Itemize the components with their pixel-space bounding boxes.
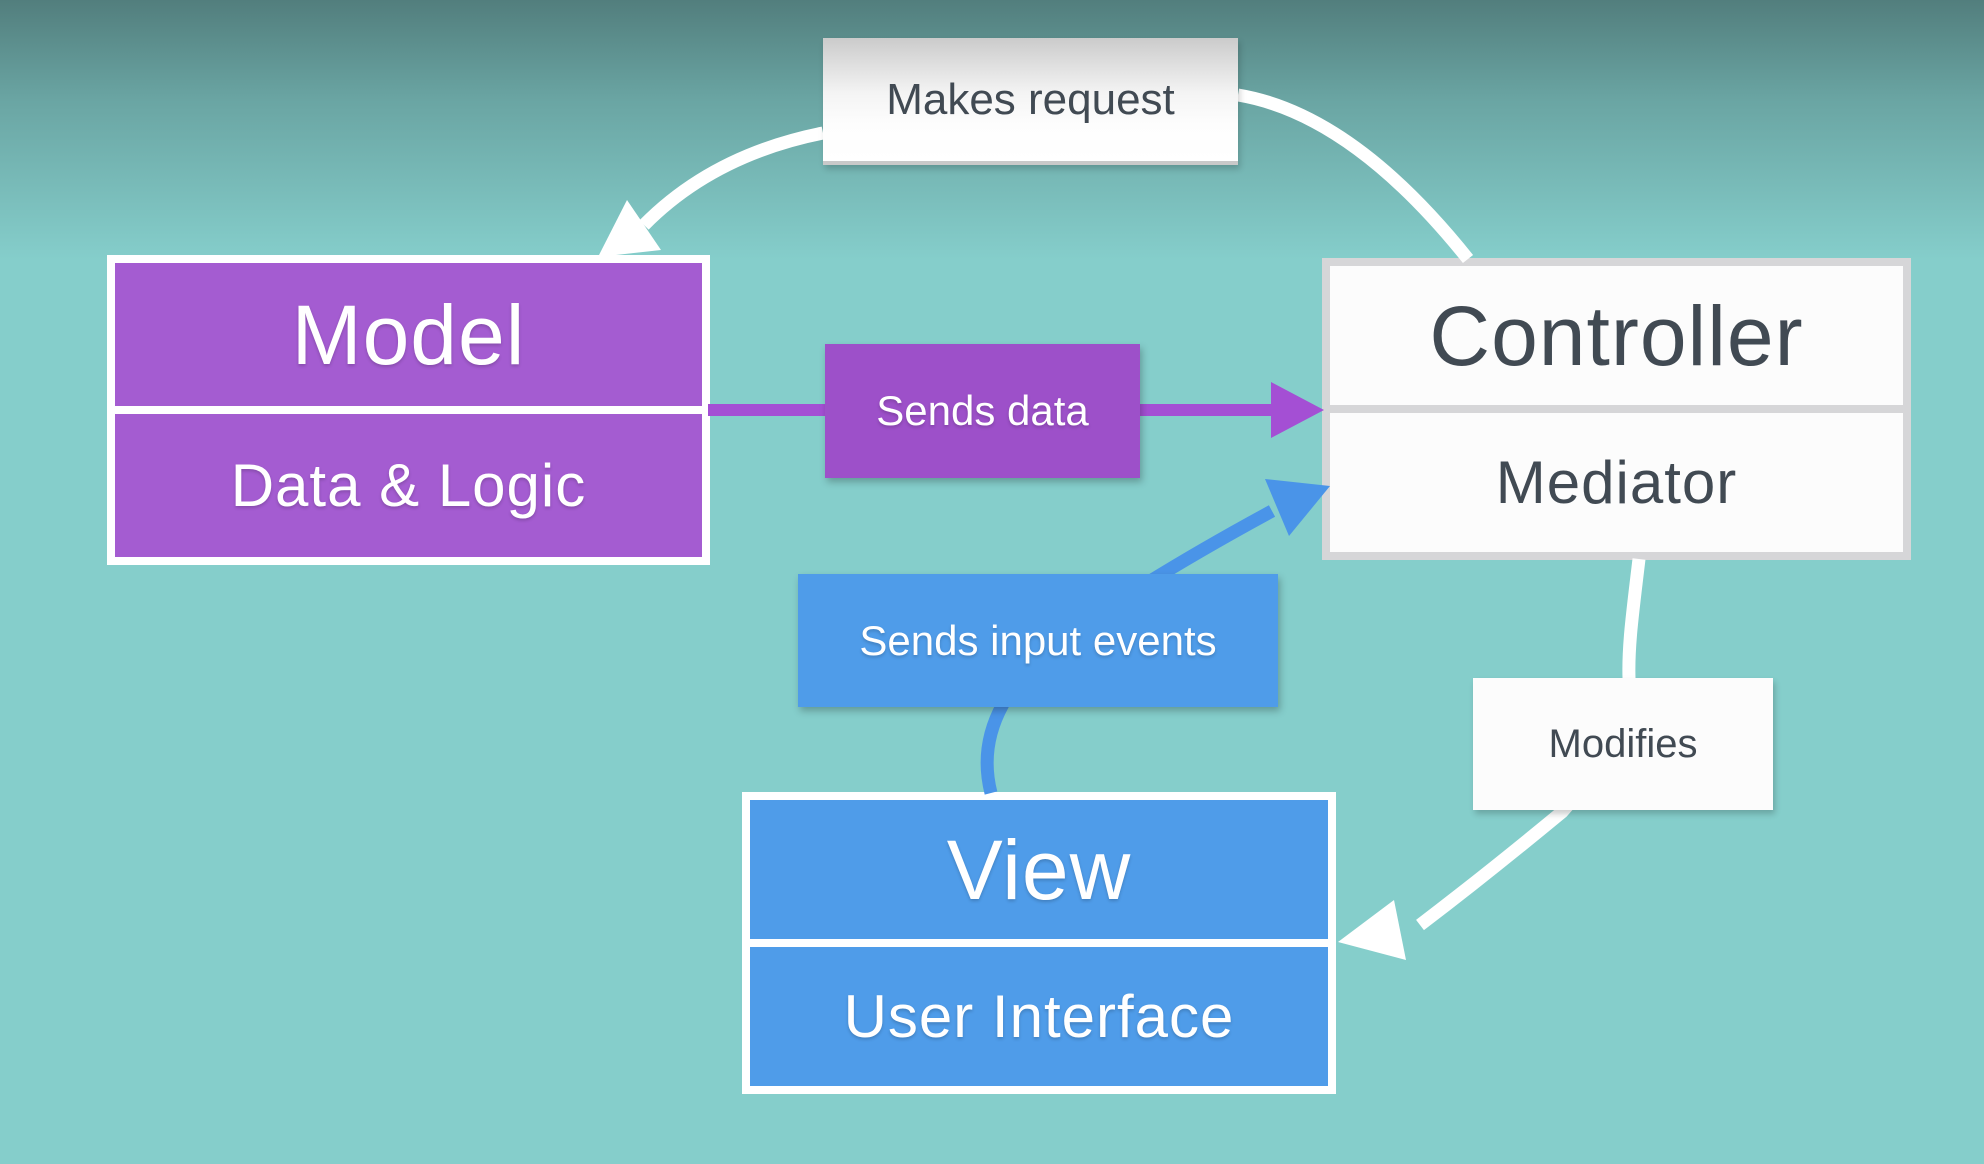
model-title: Model — [291, 287, 526, 382]
view-title: View — [946, 822, 1132, 917]
model-subtitle: Data & Logic — [230, 451, 587, 519]
view-subtitle: User Interface — [843, 982, 1235, 1050]
model-title-section: Model — [115, 263, 702, 406]
sends-data-text: Sends data — [876, 387, 1089, 434]
model-subtitle-section: Data & Logic — [115, 414, 702, 557]
sends-input-events-text: Sends input events — [859, 616, 1217, 664]
makes-request-to-model-arc — [639, 126, 825, 230]
makes-request-label: Makes request — [823, 38, 1238, 165]
makes-request-to-model-arrowhead-icon — [598, 200, 661, 257]
makes-request-text: Makes request — [886, 74, 1175, 124]
view-title-section: View — [750, 800, 1328, 939]
model-node: Model Data & Logic — [107, 255, 710, 565]
controller-subtitle: Mediator — [1495, 448, 1738, 516]
controller-to-makes-request-arc — [1236, 88, 1474, 264]
sends-input-events-arrowhead-icon — [1265, 479, 1330, 536]
modifies-arrowhead-icon — [1338, 900, 1406, 960]
sends-data-arrowhead-icon — [1271, 382, 1324, 438]
controller-title: Controller — [1429, 288, 1804, 383]
controller-title-section: Controller — [1330, 266, 1903, 405]
controller-subtitle-section: Mediator — [1330, 413, 1903, 552]
sends-data-label: Sends data — [825, 344, 1140, 478]
view-subtitle-section: User Interface — [750, 947, 1328, 1086]
modifies-label: Modifies — [1473, 678, 1773, 810]
controller-node: Controller Mediator — [1322, 258, 1911, 560]
modifies-text: Modifies — [1548, 721, 1698, 766]
view-node: View User Interface — [742, 792, 1336, 1094]
sends-input-events-label: Sends input events — [798, 574, 1278, 707]
